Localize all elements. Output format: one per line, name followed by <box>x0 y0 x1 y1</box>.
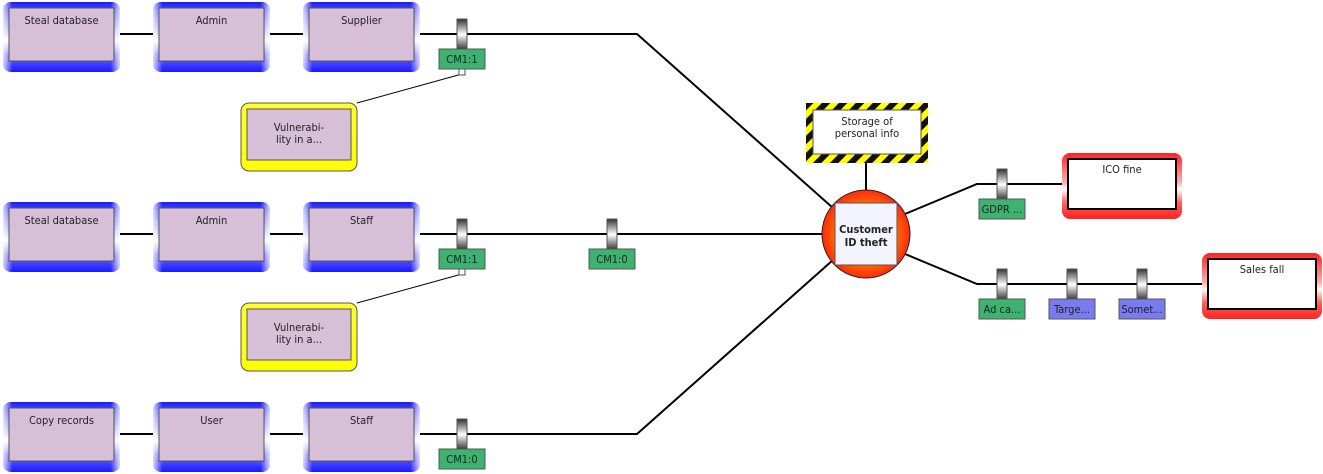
consequence-body <box>1207 258 1317 310</box>
threat-node-label: Steal database <box>24 14 98 27</box>
barrier-post <box>1136 268 1148 301</box>
barrier-label-box <box>1118 298 1166 320</box>
threat-node[interactable]: Admin <box>153 202 270 272</box>
barrier[interactable]: CM1:0 <box>438 418 486 470</box>
barrier[interactable]: CM1:1 <box>438 18 486 76</box>
threat-node[interactable]: Supplier <box>303 2 420 72</box>
top-event-label-line: ID theft <box>845 236 888 249</box>
threat-node-body <box>308 207 415 262</box>
barrier[interactable]: Targe... <box>1048 268 1096 320</box>
escalation-label-line: Vulnerabi- <box>274 121 325 134</box>
threat-node[interactable]: Steal database <box>3 2 120 72</box>
top-event-label-line: Customer <box>839 223 893 236</box>
escalation-factor-node[interactable]: Vulnerabi-lity in a... <box>240 102 358 172</box>
threat-node-body <box>158 7 265 62</box>
threat-node-body <box>8 207 115 262</box>
consequence-node[interactable]: ICO fine <box>1062 153 1182 219</box>
threat-node[interactable]: Staff <box>303 402 420 472</box>
barrier[interactable]: GDPR ... <box>978 168 1026 220</box>
escalation-label-line: lity in a... <box>276 333 322 346</box>
connector-line <box>420 33 834 209</box>
threat-node-label: Admin <box>196 214 228 227</box>
escalation-factor-node[interactable]: Vulnerabi-lity in a... <box>240 302 358 372</box>
threat-node[interactable]: Copy records <box>3 402 120 472</box>
connector-line <box>904 253 1202 285</box>
threat-node-body <box>8 7 115 62</box>
threat-node-label: User <box>200 414 223 427</box>
barrier-label: CM1:1 <box>446 253 477 266</box>
barrier-post <box>456 418 468 451</box>
escalation-line <box>356 273 463 304</box>
threat-node-body <box>158 207 265 262</box>
barrier-label-box <box>588 248 636 270</box>
barrier-post <box>456 218 468 251</box>
barrier-post <box>1066 268 1078 301</box>
barrier-label: Somet... <box>1121 303 1162 316</box>
escalation-label-line: Vulnerabi- <box>274 321 325 334</box>
threat-node-body <box>158 407 265 462</box>
threat-node-label: Staff <box>350 214 374 227</box>
consequence-label: ICO fine <box>1102 163 1141 176</box>
barrier-label-box <box>978 198 1026 220</box>
barrier-post <box>996 268 1008 301</box>
escalation-line <box>356 73 463 104</box>
threat-node-label: Steal database <box>24 214 98 227</box>
barrier-label: CM1:0 <box>596 253 627 266</box>
barrier-label: Targe... <box>1053 303 1090 316</box>
consequence-node[interactable]: Sales fall <box>1202 253 1322 319</box>
threat-node-label: Copy records <box>29 414 94 427</box>
escalation-connector-icon <box>458 268 466 276</box>
consequence-body <box>1067 158 1177 210</box>
barrier-label: GDPR ... <box>982 203 1023 216</box>
connector-lines <box>120 33 1202 435</box>
barrier[interactable]: Ad ca... <box>978 268 1026 320</box>
threat-node[interactable]: User <box>153 402 270 472</box>
threat-node[interactable]: Admin <box>153 2 270 72</box>
barrier[interactable]: Somet... <box>1118 268 1166 320</box>
escalation-body <box>246 308 352 361</box>
connector-line <box>420 259 834 435</box>
threat-node-label: Staff <box>350 414 374 427</box>
threat-node[interactable]: Steal database <box>3 202 120 272</box>
barrier-post <box>996 168 1008 201</box>
consequence-label: Sales fall <box>1240 263 1285 276</box>
escalation-label-line: lity in a... <box>276 133 322 146</box>
connector-line <box>904 183 1062 215</box>
hazard-label-line: Storage of <box>841 115 893 128</box>
barrier-post <box>606 218 618 251</box>
hazard-body <box>812 109 922 155</box>
barrier-label: CM1:1 <box>446 53 477 66</box>
threat-node-label: Supplier <box>341 14 383 27</box>
threat-node-body <box>8 407 115 462</box>
barrier-label: CM1:0 <box>446 453 477 466</box>
barrier-label-box <box>1048 298 1096 320</box>
top-event-body <box>834 202 898 266</box>
barrier-label-box <box>438 448 486 470</box>
threat-node[interactable]: Staff <box>303 202 420 272</box>
barrier-label-box <box>978 298 1026 320</box>
escalation-body <box>246 108 352 161</box>
barrier[interactable]: CM1:0 <box>588 218 636 270</box>
barrier[interactable]: CM1:1 <box>438 218 486 276</box>
escalation-connector-icon <box>458 68 466 76</box>
barrier-post <box>456 18 468 51</box>
threat-node-body <box>308 7 415 62</box>
threat-node-body <box>308 407 415 462</box>
threat-node-label: Admin <box>196 14 228 27</box>
hazard-label-line: personal info <box>835 127 899 140</box>
barrier-label: Ad ca... <box>984 303 1021 316</box>
